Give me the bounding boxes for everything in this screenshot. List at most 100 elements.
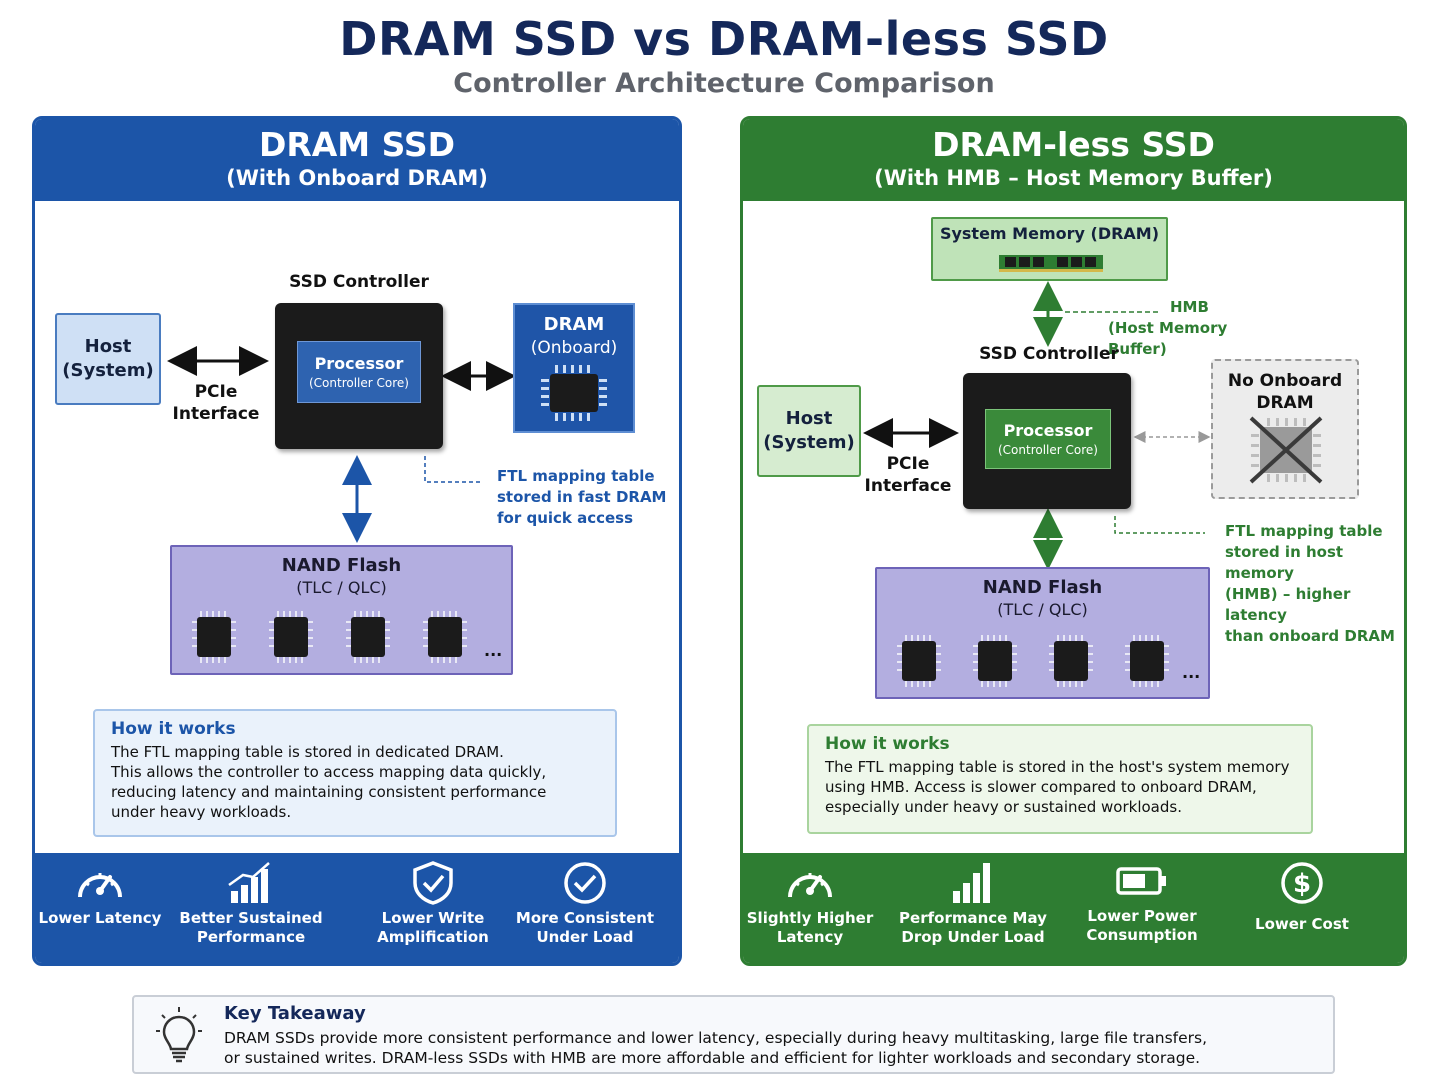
dram-ssd-connectors [167, 346, 516, 543]
page-title: DRAM SSD vs DRAM-less SSD [339, 12, 1109, 66]
nand-chip-icon [973, 635, 1017, 687]
bar-chart-icon [228, 862, 270, 903]
processor-sublabel: (Controller Core) [309, 376, 409, 390]
how-it-works-box: How it works The FTL mapping table is st… [807, 724, 1313, 834]
nand-flash-box: NAND Flash (TLC / QLC) ... [875, 567, 1210, 699]
ftl-note-line: stored in host memory [1225, 543, 1344, 582]
nand-chip-icon [346, 611, 390, 663]
host-label: Host [785, 408, 833, 429]
how-line: especially under heavy or sustained work… [825, 798, 1182, 816]
nand-flash-box: NAND Flash (TLC / QLC) ... [170, 545, 513, 675]
pcie-label: PCIe [886, 454, 930, 474]
feature-label: Under Load [536, 928, 634, 946]
feature-lower-cost: $ Lower Cost [1222, 861, 1382, 934]
feature-label: Lower Latency [38, 909, 162, 927]
svg-text:$: $ [1293, 869, 1311, 899]
ram-module-icon [999, 255, 1103, 272]
feature-label: Drop Under Load [901, 928, 1045, 946]
no-dram-sublabel: DRAM [1256, 393, 1314, 413]
feature-label: Lower Write [381, 909, 485, 927]
dram-ssd-title: DRAM SSD [258, 125, 456, 164]
battery-icon [1116, 867, 1166, 895]
system-memory-box: System Memory (DRAM) [931, 217, 1168, 281]
how-line: under heavy workloads. [111, 803, 292, 821]
nand-flash-title: NAND Flash (TLC / QLC) [877, 577, 1208, 621]
processor-label: Processor [1003, 421, 1093, 440]
nand-more-indicator: ... [484, 641, 503, 660]
dram-sublabel: (Onboard) [530, 338, 618, 358]
nand-more-indicator: ... [1182, 663, 1201, 682]
dram-chip-icon [541, 365, 607, 421]
processor-label: Processor [314, 354, 404, 373]
interface-label: Interface [864, 476, 952, 496]
hmb-label: HMB [1170, 298, 1209, 316]
pcie-interface-label: PCIe Interface [863, 453, 953, 497]
how-it-works-text: The FTL mapping table is stored in the h… [825, 757, 1295, 817]
key-takeaway-box: Key Takeaway DRAM SSDs provide more cons… [132, 995, 1335, 1074]
ftl-note-leader [424, 456, 483, 483]
ssd-controller-label: SSD Controller [289, 272, 429, 292]
nand-chips [897, 635, 1169, 687]
feature-lower-latency: Lower Latency [35, 861, 180, 928]
ftl-note-line: for quick access [497, 509, 634, 527]
how-line: This allows the controller to access map… [111, 763, 547, 781]
ssd-controller-chip: Processor (Controller Core) [963, 373, 1131, 509]
nand-chip-icon [192, 611, 236, 663]
speedometer-icon [788, 873, 832, 898]
processor-sublabel: (Controller Core) [998, 443, 1098, 457]
nand-label: NAND Flash [982, 577, 1103, 598]
crossed-chip-icon [1249, 416, 1323, 484]
nand-flash-title: NAND Flash (TLC / QLC) [172, 555, 511, 599]
how-it-works-title: How it works [825, 734, 950, 754]
how-line: The FTL mapping table is stored in dedic… [111, 743, 504, 761]
ssd-controller-chip: Processor (Controller Core) [275, 303, 443, 449]
no-onboard-dram-box: No Onboard DRAM [1211, 359, 1359, 499]
ftl-note-line: FTL mapping table [1225, 522, 1383, 540]
dram-less-title: DRAM-less SSD [932, 125, 1215, 164]
ftl-note-line: than onboard DRAM [1225, 627, 1395, 645]
key-takeaway-text: DRAM SSDs provide more consistent perfor… [224, 1028, 1314, 1068]
hmb-sublabel: (Host Memory Buffer) [1108, 319, 1228, 358]
nand-chip-icon [269, 611, 313, 663]
system-memory-label: System Memory (DRAM) [939, 224, 1160, 243]
lightbulb-icon [156, 1007, 202, 1063]
key-takeaway-title: Key Takeaway [224, 1003, 366, 1024]
feature-label: Amplification [377, 928, 489, 946]
feature-label: Latency [776, 928, 844, 946]
dram-less-connectors [863, 281, 1211, 570]
takeaway-line: DRAM SSDs provide more consistent perfor… [224, 1029, 1208, 1047]
ftl-note-line: (HMB) – higher latency [1225, 585, 1351, 624]
how-it-works-title: How it works [111, 719, 236, 739]
feature-label: Lower Power [1087, 907, 1197, 925]
speedometer-icon [78, 873, 122, 898]
how-line: reducing latency and maintaining consist… [111, 783, 547, 801]
nand-sublabel: (TLC / QLC) [997, 600, 1088, 619]
feature-label: More Consistent [515, 909, 655, 927]
onboard-dram-box: DRAM (Onboard) [513, 303, 635, 433]
ftl-note-leader [1114, 516, 1205, 534]
nand-chip-icon [1125, 635, 1169, 687]
nand-chip-icon [897, 635, 941, 687]
page-subtitle: Controller Architecture Comparison [453, 68, 995, 99]
pcie-interface-label: PCIe Interface [171, 381, 261, 425]
how-it-works-box: How it works The FTL mapping table is st… [93, 709, 617, 837]
nand-sublabel: (TLC / QLC) [296, 578, 387, 597]
dram-ssd-subtitle: (With Onboard DRAM) [226, 166, 488, 190]
takeaway-line: or sustained writes. DRAM-less SSDs with… [224, 1049, 1201, 1067]
feature-label: Lower Cost [1255, 915, 1349, 933]
feature-label: Performance [196, 928, 306, 946]
host-sublabel: (System) [763, 432, 855, 453]
no-dram-label: No Onboard [1227, 371, 1343, 391]
processor-block: Processor (Controller Core) [297, 341, 421, 403]
ftl-note-line: FTL mapping table [497, 467, 655, 485]
nand-chips [192, 611, 467, 663]
host-label: Host [84, 336, 132, 357]
